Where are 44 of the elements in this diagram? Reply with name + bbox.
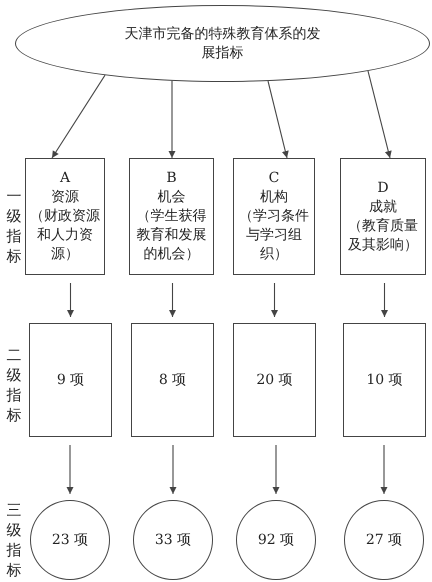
node-text: 92 项 [258,530,294,550]
arrow [380,445,388,494]
arrow [170,445,176,494]
arrow [66,445,74,494]
node-text: （教育质量及其影响） [347,216,419,254]
node-text: 10 项 [366,370,403,390]
node-text: 机构 [260,188,288,207]
node-text: （财政资源和人力资源） [29,207,101,264]
arrow [271,283,278,317]
node-text: C [268,169,280,188]
node-text: A [60,169,70,188]
level-label: 二级指标 [6,345,22,425]
level-label: 三级指标 [6,500,22,580]
arrow [52,74,106,158]
node-text: 8 项 [158,370,186,390]
arrow [168,80,176,158]
indicator-box [233,158,315,275]
node-text: B [166,169,177,188]
node-text: （学生获得教育和发展的机会） [136,207,208,264]
arrow [169,283,176,317]
indicator-box [233,323,316,437]
indicator-box [129,158,214,275]
arrow [272,445,280,494]
node-text: 资源 [51,188,79,207]
node-text: 27 项 [366,530,402,550]
node-text: （学习条件与学习组织） [238,207,310,264]
indicator-box [343,323,426,437]
arrow [267,80,289,158]
arrow [367,70,392,158]
arrow [381,283,388,317]
node-text: 9 项 [56,370,84,390]
node-text: 机会 [158,188,186,207]
node-text: D [377,178,389,198]
indicator-box [340,158,426,275]
node-text: 33 项 [154,530,192,550]
level-label: 一级指标 [6,186,22,266]
node-text: 成就 [369,198,397,216]
node-text: 天津市完备的特殊教育体系的发展指标 [124,24,322,62]
node-text: 20 项 [256,370,293,390]
indicator-box [29,323,112,437]
indicator-box [25,158,105,275]
indicator-box [131,323,214,437]
arrow [67,283,74,317]
node-text: 23 项 [52,530,88,550]
